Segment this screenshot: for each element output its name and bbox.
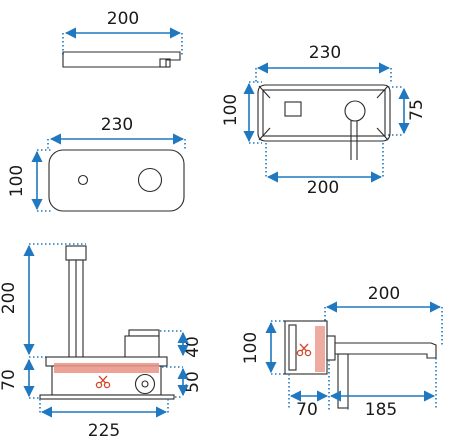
faucet-front-width-label: 225 — [88, 421, 120, 441]
faucet-valve-circle — [134, 373, 156, 395]
faucet-side-view: 200 100 7 — [241, 284, 443, 420]
faucet-side-spout-label: 185 — [365, 400, 397, 420]
rear-box-mounting-tabs — [258, 85, 389, 141]
rear-box-inner-width-label: 200 — [307, 178, 339, 198]
rear-box-outline — [257, 84, 391, 142]
faucet-handle-body — [124, 335, 160, 359]
scissors-icon — [95, 375, 111, 389]
faucet-side-spout — [334, 342, 437, 359]
faucet-spout-tip — [65, 245, 87, 261]
faucet-handle-cap — [128, 329, 160, 337]
faucet-front-view: 200 70 40 — [0, 243, 203, 441]
plate-front-outline — [48, 149, 185, 212]
rear-box-inner — [262, 89, 386, 137]
rear-box-handle-port — [344, 100, 366, 122]
faucet-side-box — [284, 320, 328, 375]
rear-box-diverter-port — [284, 101, 302, 117]
faucet-side-wall-plate — [326, 335, 336, 361]
faucet-valve-center — [141, 380, 149, 388]
faucet-base-top — [45, 356, 168, 367]
faucet-front-lower-label: 50 — [183, 371, 203, 393]
plate-handle-hole — [137, 167, 163, 193]
top-plate-view: 200 — [62, 9, 183, 68]
scissors-icon — [296, 343, 312, 357]
top-plate-outline — [62, 51, 181, 68]
plate-front-width-label: 230 — [101, 115, 133, 135]
faucet-front-upper-label: 40 — [183, 336, 203, 358]
plate-front-height-label: 100 — [7, 165, 27, 197]
rear-box-view: 230 100 75 200 — [221, 43, 427, 198]
faucet-side-handle — [337, 353, 349, 409]
rear-box-width-label: 230 — [309, 43, 341, 63]
plate-diverter-hole — [77, 174, 89, 186]
faucet-front-height-label: 200 — [0, 282, 19, 314]
faucet-base-cut-lines — [54, 363, 159, 373]
rear-box-height-label: 100 — [221, 94, 241, 126]
top-plate-width-label: 200 — [107, 9, 139, 29]
rear-box-depth-label: 75 — [407, 99, 427, 121]
faucet-side-reach-label: 200 — [368, 284, 400, 304]
faucet-side-cut-lines — [315, 326, 325, 372]
plate-front-view: 230 100 — [7, 115, 186, 212]
faucet-side-height-label: 100 — [241, 332, 261, 364]
faucet-side-box-label: 70 — [296, 400, 318, 420]
faucet-base-plate — [39, 394, 175, 400]
faucet-front-base-label: 70 — [0, 369, 19, 391]
